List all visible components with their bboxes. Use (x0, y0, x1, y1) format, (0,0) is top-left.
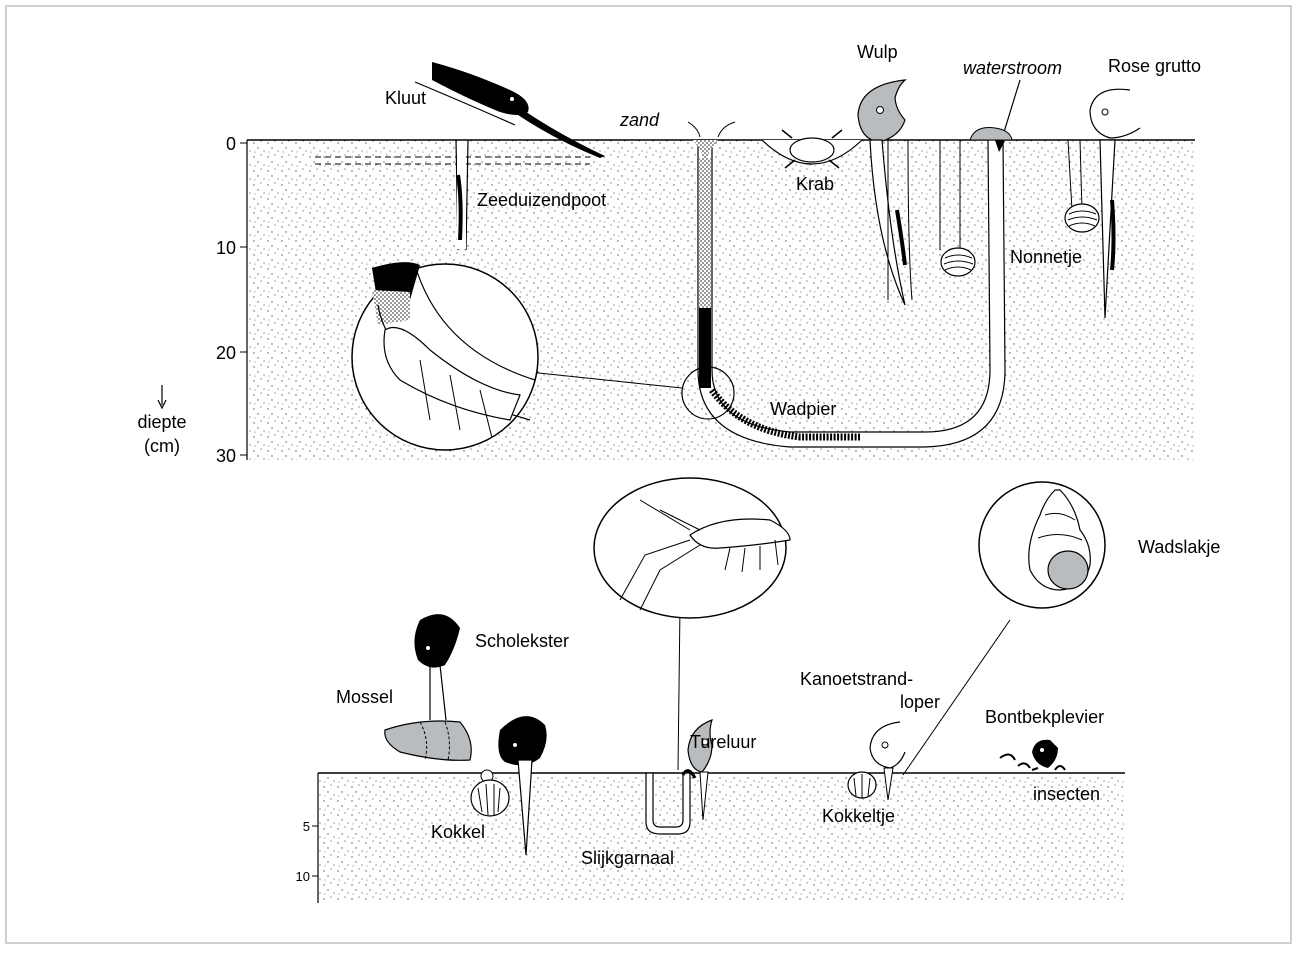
upper-tick-10: 10 (216, 238, 236, 258)
depth-axis-unit: (cm) (144, 436, 180, 456)
kokkel-label: Kokkel (431, 822, 485, 842)
bontbekplevier-icon (1000, 740, 1065, 770)
upper-tick-30: 30 (216, 446, 236, 466)
kanoetstrandloper-label-1: Kanoetstrand- (800, 669, 913, 689)
wadpier-label: Wadpier (770, 399, 836, 419)
upper-tick-0: 0 (226, 134, 236, 154)
kanoetstrandloper-label-2: loper (900, 692, 940, 712)
wadslakje-label: Wadslakje (1138, 537, 1220, 557)
nonnetje-shell-2-icon (1065, 204, 1099, 232)
kokkeltje-icon (848, 772, 876, 798)
kluut-label: Kluut (385, 88, 426, 108)
mossel-label: Mossel (336, 687, 393, 707)
lower-tick-10: 10 (296, 869, 310, 884)
tureluur-label: Tureluur (690, 732, 756, 752)
slijkgarnaal-label: Slijkgarnaal (581, 848, 674, 868)
upper-tick-20: 20 (216, 343, 236, 363)
krab-label: Krab (796, 174, 834, 194)
rose-grutto-label: Rose grutto (1108, 56, 1201, 76)
lower-tick-5: 5 (303, 819, 310, 834)
bontbekplevier-label: Bontbekplevier (985, 707, 1104, 727)
wadslakje-magnifier (903, 482, 1105, 775)
nonnetje-shell-icon (941, 248, 975, 276)
slijkgarnaal-magnifier (594, 478, 790, 770)
insecten-label: insecten (1033, 784, 1100, 804)
zeeduizendpoot-label: Zeeduizendpoot (477, 190, 606, 210)
depth-axis-label: diepte (137, 412, 186, 432)
wulp-label: Wulp (857, 42, 898, 62)
scholekster-icon (414, 614, 460, 720)
zand-label: zand (619, 110, 660, 130)
upper-panel: 0 10 20 30 diepte (cm) Kluut Zeeduizendp… (137, 42, 1201, 466)
waterstroom-shell (970, 128, 1012, 141)
scholekster-label: Scholekster (475, 631, 569, 651)
waterstroom-label: waterstroom (963, 58, 1062, 78)
mossel-icon (385, 721, 471, 760)
lower-panel: 5 10 Scholekster Mossel Kokkel (296, 478, 1221, 903)
nonnetje-label: Nonnetje (1010, 247, 1082, 267)
kokkeltje-label: Kokkeltje (822, 806, 895, 826)
